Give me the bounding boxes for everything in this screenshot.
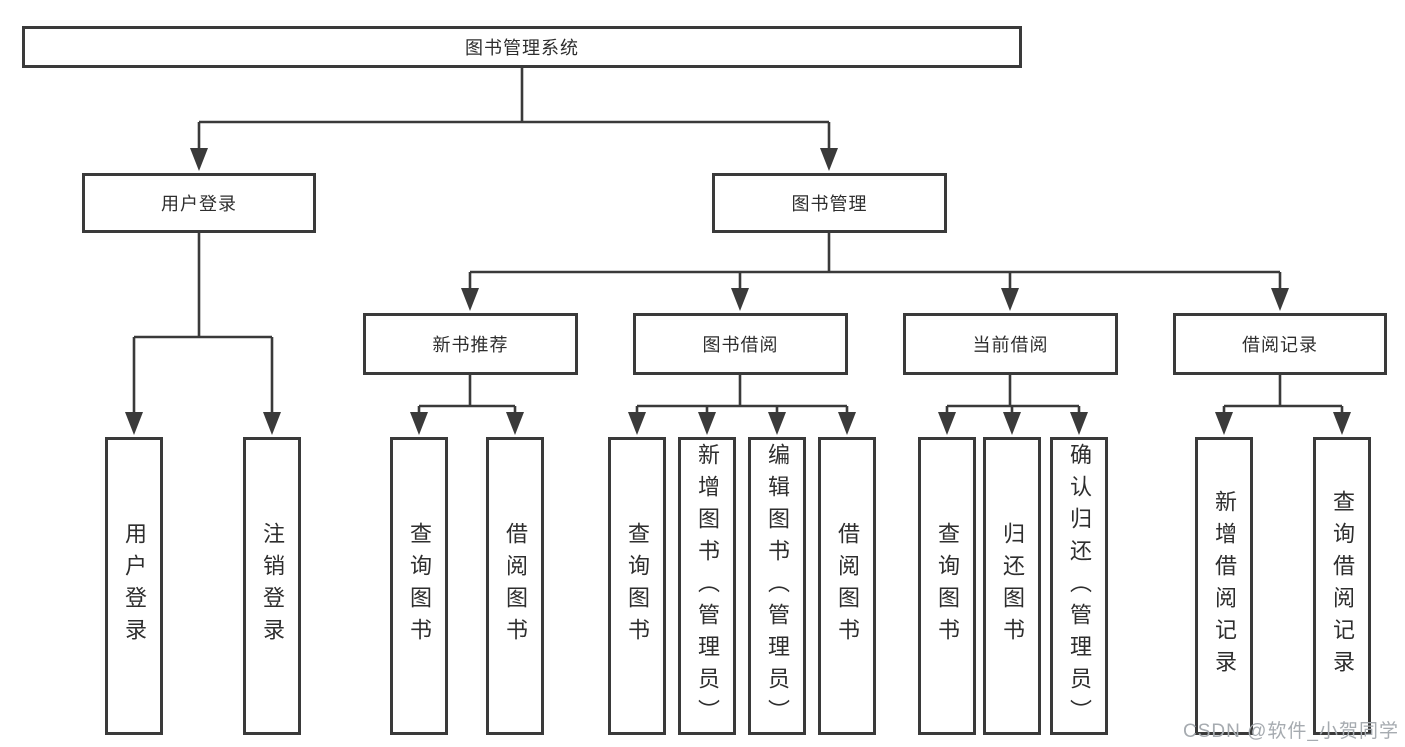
arrowhead <box>461 288 479 311</box>
arrowhead <box>125 412 143 435</box>
arrowhead <box>506 412 524 435</box>
leaf-query-borrow-record: 查询借阅记录 <box>1313 437 1371 735</box>
leaf-user-login: 用户登录 <box>105 437 163 735</box>
arrowhead <box>698 412 716 435</box>
arrowhead <box>410 412 428 435</box>
connector-current-borrow <box>945 375 1081 414</box>
leaf-query-books-2: 查询图书 <box>608 437 666 735</box>
connector-root <box>197 68 831 150</box>
connector-book-management <box>468 233 1282 290</box>
csdn-watermark: CSDN @软件_小贺同学 <box>1183 721 1399 742</box>
arrowhead <box>768 412 786 435</box>
arrowhead <box>1271 288 1289 311</box>
arrowhead <box>1001 288 1019 311</box>
node-user-login: 用户登录 <box>82 173 316 233</box>
leaf-add-books-admin: 新增图书（管理员） <box>678 437 736 735</box>
leaf-return-books: 归还图书 <box>983 437 1041 735</box>
leaf-query-books-3: 查询图书 <box>918 437 976 735</box>
arrowhead <box>628 412 646 435</box>
arrowhead <box>1003 412 1021 435</box>
connector-user-login <box>132 233 274 414</box>
arrowhead <box>1215 412 1233 435</box>
leaf-add-borrow-record: 新增借阅记录 <box>1195 437 1253 735</box>
leaf-borrow-books-2: 借阅图书 <box>818 437 876 735</box>
connector-borrow-records <box>1222 375 1344 414</box>
leaf-logout: 注销登录 <box>243 437 301 735</box>
arrowhead <box>938 412 956 435</box>
leaf-query-books-1: 查询图书 <box>390 437 448 735</box>
arrowhead <box>1333 412 1351 435</box>
arrowhead <box>838 412 856 435</box>
arrowhead <box>263 412 281 435</box>
node-root-system: 图书管理系统 <box>22 26 1022 68</box>
arrowhead <box>731 288 749 311</box>
leaf-edit-books-admin: 编辑图书（管理员） <box>748 437 806 735</box>
arrowhead <box>820 148 838 171</box>
node-current-borrow: 当前借阅 <box>903 313 1118 375</box>
node-borrow-records: 借阅记录 <box>1173 313 1387 375</box>
arrowhead <box>190 148 208 171</box>
leaf-confirm-return-admin: 确认归还（管理员） <box>1050 437 1108 735</box>
arrowhead <box>1070 412 1088 435</box>
leaf-borrow-books-1: 借阅图书 <box>486 437 544 735</box>
node-book-management: 图书管理 <box>712 173 947 233</box>
node-book-borrow: 图书借阅 <box>633 313 848 375</box>
connector-book-borrow <box>635 375 849 414</box>
connector-new-books <box>417 375 517 414</box>
node-new-books: 新书推荐 <box>363 313 578 375</box>
